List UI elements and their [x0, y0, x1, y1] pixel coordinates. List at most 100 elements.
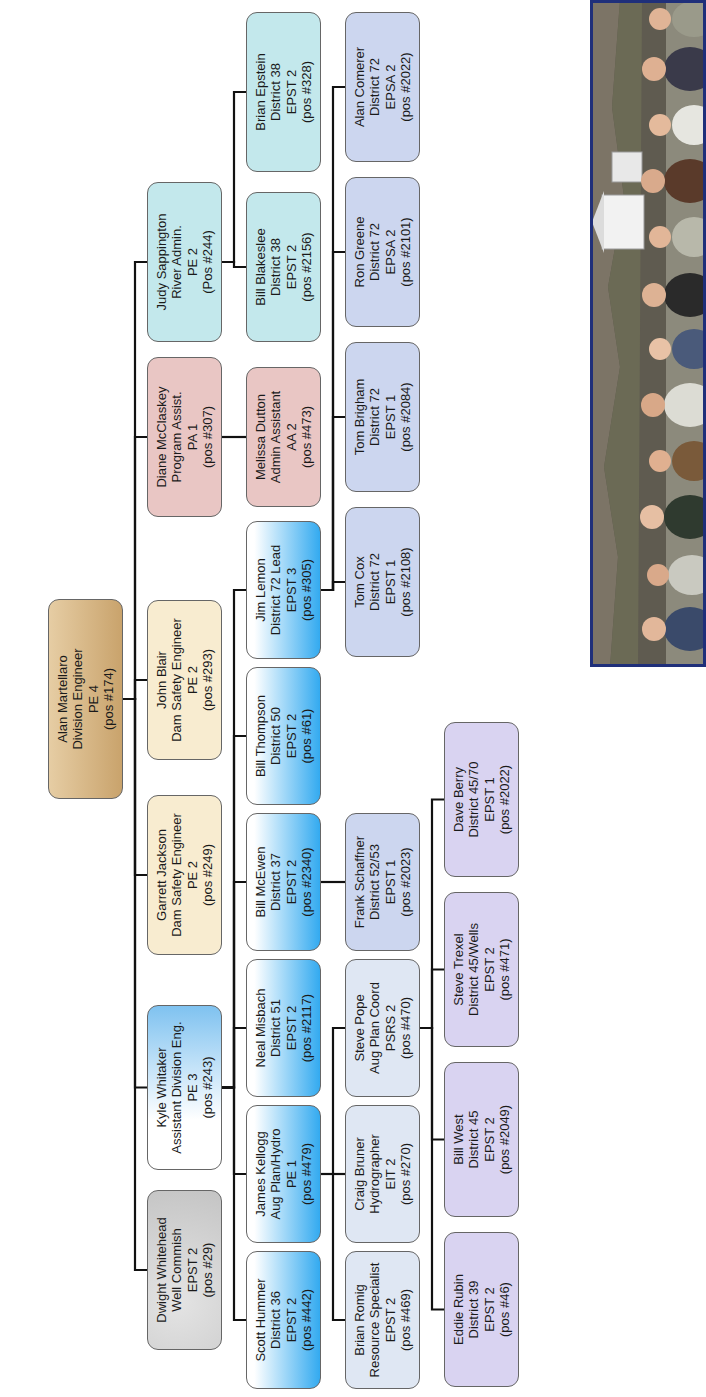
job-detail: District 39: [466, 1238, 481, 1381]
org-connector: [123, 699, 147, 1088]
job-detail: PE 2: [185, 801, 200, 949]
job-detail: (pos #243): [200, 1011, 215, 1164]
org-box: Bill McEwenDistrict 37EPST 2(pos #2340): [246, 813, 321, 951]
job-detail: EPST 1: [383, 819, 398, 945]
job-detail: (pos #328): [299, 18, 314, 166]
org-connector: [321, 1174, 345, 1320]
org-connector: [321, 881, 345, 883]
job-detail: Dam Safety Engineer: [169, 606, 184, 754]
person-name: Bill McEwen: [253, 819, 268, 945]
org-box: Melissa DuttonAdmin AssistantAA 2(pos #4…: [246, 367, 321, 507]
job-detail: District 45/70: [466, 728, 481, 871]
job-detail: PSRS 2: [383, 965, 398, 1091]
org-connector: [222, 436, 246, 438]
org-box: Steve PopeAug Plan CoordPSRS 2(pos #470): [345, 959, 420, 1097]
org-box: Dave BerryDistrict 45/70EPST 1(pos #2022…: [444, 722, 519, 877]
job-detail: (pos #249): [200, 801, 215, 949]
job-detail: (pos #469): [398, 1257, 413, 1383]
job-detail: EPST 1: [383, 513, 398, 651]
job-detail: PE 3: [185, 1011, 200, 1164]
org-connector: [321, 1028, 345, 1174]
job-detail: EPST 3: [284, 527, 299, 653]
job-detail: (pos #2022): [398, 18, 413, 156]
job-detail: Hydrographer: [367, 1111, 382, 1237]
org-connector: [222, 92, 246, 262]
person-name: Tom Cox: [352, 513, 367, 651]
org-connector: [420, 1028, 444, 1140]
person-name: Kyle Whitaker: [154, 1011, 169, 1164]
job-detail: (pos #442): [299, 1257, 314, 1383]
person-name: Ron Greene: [352, 183, 367, 321]
org-box: Kyle WhitakerAssistant Division Eng.PE 3…: [147, 1005, 222, 1170]
hillside: [604, 0, 642, 667]
org-connector: [123, 699, 147, 875]
job-detail: EPSA 2: [383, 183, 398, 321]
person-name: Steve Trexel: [451, 898, 466, 1041]
job-detail: District 37: [268, 819, 283, 945]
job-detail: (pos #307): [200, 363, 215, 511]
person-name: Dwight Whitehead: [154, 1196, 169, 1344]
group-photo: [590, 0, 706, 667]
job-detail: District 45: [466, 1068, 481, 1211]
person-name: Bill Thompson: [253, 673, 268, 799]
org-box: Tom BrighamDistrict 72EPST 1(pos #2084): [345, 342, 420, 492]
org-box: Bill ThompsonDistrict 50EPST 2(pos #61): [246, 667, 321, 805]
job-detail: District 72 Lead: [268, 527, 283, 653]
job-detail: (pos #293): [200, 606, 215, 754]
job-detail: District 52/53: [367, 819, 382, 945]
org-connector: [321, 87, 345, 590]
person-name: Bill West: [451, 1068, 466, 1211]
person-name: Frank Schaffner: [352, 819, 367, 945]
job-detail: PE 4: [86, 605, 101, 793]
job-detail: EPST 2: [284, 1257, 299, 1383]
org-connector: [123, 262, 147, 699]
job-detail: Assistant Division Eng.: [169, 1011, 184, 1164]
job-detail: (Pos #244): [200, 188, 215, 336]
job-detail: EPST 2: [482, 898, 497, 1041]
org-connector: [420, 1028, 444, 1310]
job-detail: EPST 2: [185, 1196, 200, 1344]
org-box: Neal MisbachDistrict 51EPST 2(pos #2117): [246, 959, 321, 1097]
person-name: Judy Sappington: [154, 188, 169, 336]
org-box: Brian EpsteinDistrict 38EPST 2(pos #328): [246, 12, 321, 172]
person-name: James Kellogg: [253, 1111, 268, 1237]
org-box: Garrett JacksonDam Safety EngineerPE 2(p…: [147, 795, 222, 955]
job-detail: (pos #270): [398, 1111, 413, 1237]
person-name: Garrett Jackson: [154, 801, 169, 949]
job-detail: District 72: [367, 183, 382, 321]
person-name: Scott Hummer: [253, 1257, 268, 1383]
person-name: Steve Pope: [352, 965, 367, 1091]
person-name: Neal Misbach: [253, 965, 268, 1091]
job-detail: Admin Assistant: [268, 373, 283, 501]
job-detail: (pos #61): [299, 673, 314, 799]
org-connector: [222, 1088, 246, 1321]
job-detail: (pos #29): [200, 1196, 215, 1344]
org-box: John BlairDam Safety EngineerPE 2(pos #2…: [147, 600, 222, 760]
job-detail: EIT 2: [383, 1111, 398, 1237]
org-box: Dwight WhiteheadWell CommishEPST 2(pos #…: [147, 1190, 222, 1350]
job-detail: District 72: [367, 513, 382, 651]
person-name: Brian Epstein: [253, 18, 268, 166]
job-detail: Resource Specialist: [367, 1257, 382, 1383]
job-detail: (pos #2108): [398, 513, 413, 651]
job-detail: PA 1: [185, 363, 200, 511]
org-box: Bill BlakesleeDistrict 38EPST 2(pos #215…: [246, 192, 321, 342]
person-name: Craig Bruner: [352, 1111, 367, 1237]
person-name: Melissa Dutton: [253, 373, 268, 501]
org-box: Tom CoxDistrict 72EPST 1(pos #2108): [345, 507, 420, 657]
job-detail: (pos #305): [299, 527, 314, 653]
job-detail: District 38: [268, 198, 283, 336]
job-detail: District 50: [268, 673, 283, 799]
people: [640, 1, 706, 651]
job-detail: District 72: [367, 348, 382, 486]
org-box: Steve TrexelDistrict 45/WellsEPST 2(pos …: [444, 892, 519, 1047]
job-detail: EPST 2: [482, 1238, 497, 1381]
person-name: Brian Romig: [352, 1257, 367, 1383]
job-detail: EPST 2: [284, 673, 299, 799]
org-box: Judy SappingtonRiver Admin.PE 2(Pos #244…: [147, 182, 222, 342]
org-box: Bill WestDistrict 45EPST 2(pos #2049): [444, 1062, 519, 1217]
job-detail: (pos #174): [101, 605, 116, 793]
job-detail: (pos #2049): [497, 1068, 512, 1211]
job-detail: EPSA 2: [383, 18, 398, 156]
job-detail: District 45/Wells: [466, 898, 481, 1041]
